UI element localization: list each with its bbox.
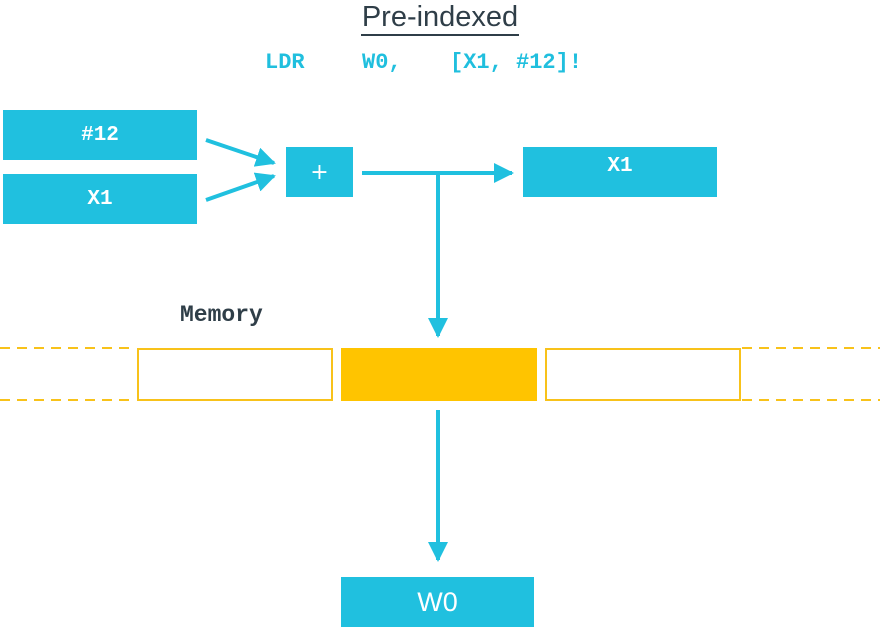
memory-continuation-lines — [0, 347, 880, 401]
instruction-operand: [X1, #12]! — [450, 50, 583, 75]
result-register-box: W0 — [341, 577, 534, 627]
base-to-adder-arrow — [205, 172, 276, 202]
diagram-title: Pre-indexed — [0, 0, 880, 36]
offset-to-adder-arrow — [205, 138, 276, 167]
adder-box: + — [286, 147, 353, 197]
memory-cell-previous — [137, 348, 333, 401]
instruction-destination: W0, — [362, 50, 402, 75]
memory-cell-selected — [341, 348, 537, 401]
offset-box: #12 — [3, 110, 197, 160]
base-register-box: X1 — [3, 174, 197, 224]
memory-cell-next — [545, 348, 741, 401]
instruction-mnemonic: LDR — [265, 50, 305, 75]
writeback-register-box: X1 — [523, 147, 717, 197]
memory-label: Memory — [180, 302, 263, 328]
